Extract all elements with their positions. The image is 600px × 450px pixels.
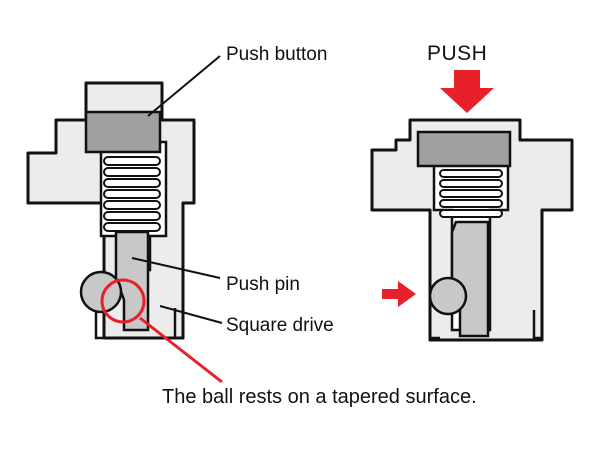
push-button-label: Push button bbox=[226, 44, 327, 65]
push-down-arrow bbox=[440, 70, 494, 113]
right-push-button-cap bbox=[416, 130, 512, 168]
square-drive-leader bbox=[159, 305, 223, 324]
right-detent-ball bbox=[428, 276, 468, 316]
right-assembly bbox=[370, 118, 574, 342]
push-pin-label: Push pin bbox=[226, 274, 300, 295]
right-spring bbox=[439, 169, 503, 218]
left-square-drive bbox=[94, 308, 183, 340]
taper-highlight-circle bbox=[100, 278, 146, 324]
right-square-drive bbox=[428, 310, 542, 340]
left-assembly bbox=[26, 81, 196, 340]
taper-caption: The ball rests on a tapered surface. bbox=[162, 386, 477, 408]
left-push-button-cap bbox=[84, 110, 162, 154]
left-detent-ball bbox=[79, 270, 123, 314]
push-pin-leader bbox=[131, 257, 221, 279]
ball-side-arrow bbox=[382, 281, 416, 307]
push-button-leader bbox=[147, 55, 221, 117]
caption-leader bbox=[139, 316, 223, 384]
push-label: PUSH bbox=[427, 42, 487, 65]
square-drive-label: Square drive bbox=[226, 315, 334, 336]
left-spring bbox=[103, 156, 161, 232]
